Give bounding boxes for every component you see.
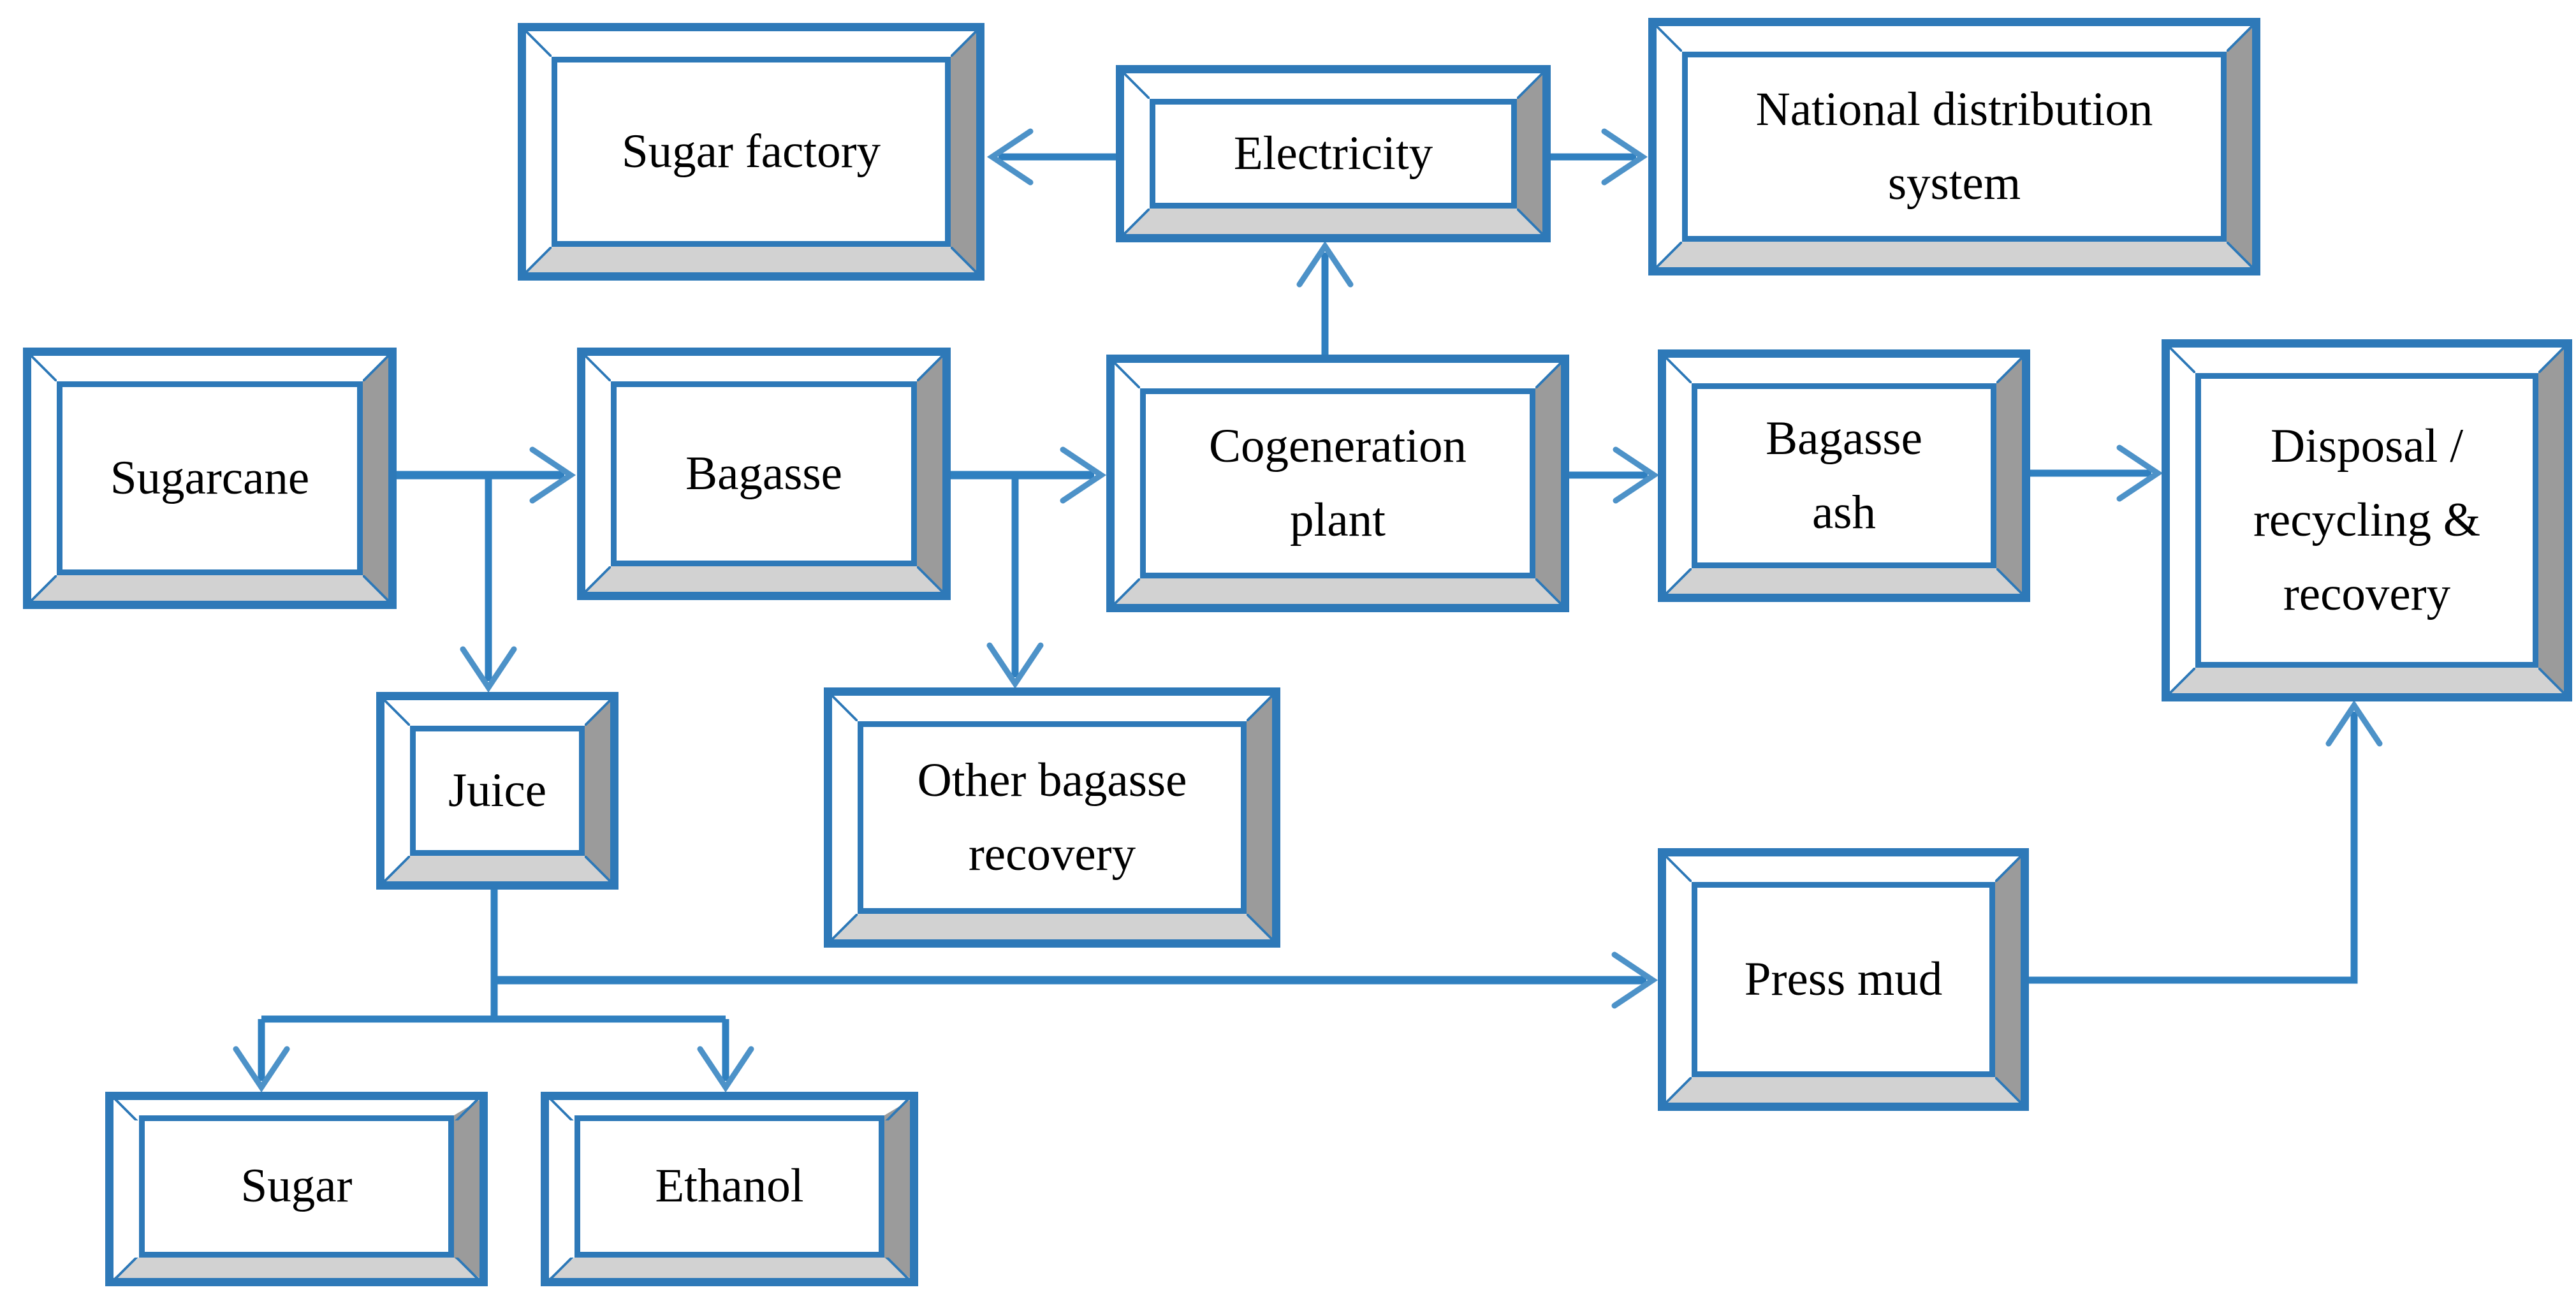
arrowhead-right-icon [1611, 951, 1658, 1009]
node-disposal-recycling-recovery: Disposal / recycling & recovery [2162, 339, 2572, 701]
box-face: Other bagasse recovery [858, 721, 1247, 914]
node-juice: Juice [376, 692, 618, 890]
edge-bagasse-cogeneration [951, 446, 1107, 504]
edge-bagasse-ash-disposal [2030, 444, 2163, 502]
node-other-bagasse-recovery: Other bagasse recovery [824, 687, 1280, 948]
node-label: Other bagasse recovery [917, 753, 1187, 881]
node-ethanol: Ethanol [541, 1092, 918, 1286]
arrowhead-up-icon [2325, 700, 2383, 747]
node-label: Ethanol [655, 1159, 804, 1213]
node-sugar-factory: Sugar factory [518, 23, 984, 281]
node-bagasse-ash: Bagasse ash [1658, 349, 2030, 602]
node-label: Press mud [1744, 952, 1943, 1006]
node-label: Sugar [240, 1159, 353, 1213]
box-face: Electricity [1150, 99, 1517, 209]
arrowhead-down-icon [460, 646, 517, 693]
node-label: Disposal / recycling & recovery [2253, 419, 2481, 621]
box-face: Bagasse ash [1692, 383, 1996, 568]
box-face: National distribution system [1682, 52, 2227, 242]
node-sugarcane: Sugarcane [23, 348, 397, 609]
node-cogeneration-plant: Cogeneration plant [1106, 355, 1569, 612]
node-label: Bagasse ash [1766, 411, 1922, 539]
edge-bagasse-other-recovery [986, 475, 1044, 689]
edge-electricity-sugar-factory [986, 128, 1116, 186]
edge-sugarcane-bagasse [397, 446, 576, 504]
node-sugar: Sugar [105, 1092, 488, 1286]
node-bagasse: Bagasse [577, 348, 951, 600]
node-press-mud: Press mud [1658, 848, 2029, 1111]
arrowhead-right-icon [1060, 446, 1107, 504]
arrowhead-up-icon [1296, 240, 1354, 288]
arrowhead-right-icon [529, 446, 576, 504]
node-national-distribution-system: National distribution system [1648, 18, 2260, 275]
box-face: Juice [410, 726, 585, 856]
node-label: National distribution system [1755, 82, 2153, 210]
arrowhead-right-icon [2116, 444, 2163, 502]
box-face: Cogeneration plant [1140, 388, 1535, 578]
edge-juice-press-mud [494, 951, 1658, 1009]
node-label: Cogeneration plant [1208, 419, 1467, 547]
arrowhead-right-icon [1613, 446, 1660, 504]
arrowhead-down-icon [697, 1046, 754, 1093]
box-face: Sugar factory [552, 57, 951, 247]
node-label: Bagasse [685, 446, 842, 500]
edge-juice-ethanol [697, 1019, 754, 1093]
box-face: Sugar [139, 1115, 454, 1258]
arrowhead-left-icon [986, 128, 1034, 186]
arrowhead-down-icon [233, 1046, 290, 1093]
box-face: Ethanol [574, 1115, 884, 1258]
edge-cogeneration-electricity [1296, 240, 1354, 355]
edge-cogeneration-bagasse-ash [1569, 446, 1660, 504]
edge-line [2029, 712, 2358, 984]
node-label: Electricity [1233, 126, 1433, 180]
node-label: Sugarcane [110, 451, 310, 504]
edge-juice-sugar [233, 1019, 290, 1093]
box-face: Bagasse [611, 381, 917, 566]
node-label: Sugar factory [621, 124, 881, 178]
arrowhead-right-icon [1601, 128, 1648, 186]
node-electricity: Electricity [1116, 65, 1551, 242]
edge-press-mud-disposal [2029, 700, 2383, 984]
box-face: Disposal / recycling & recovery [2195, 373, 2538, 668]
arrowhead-down-icon [986, 642, 1044, 689]
edge-sugarcane-juice [460, 475, 517, 693]
box-face: Sugarcane [57, 381, 363, 575]
box-face: Press mud [1692, 882, 1995, 1077]
node-label: Juice [448, 763, 547, 817]
edge-electricity-national [1551, 128, 1648, 186]
